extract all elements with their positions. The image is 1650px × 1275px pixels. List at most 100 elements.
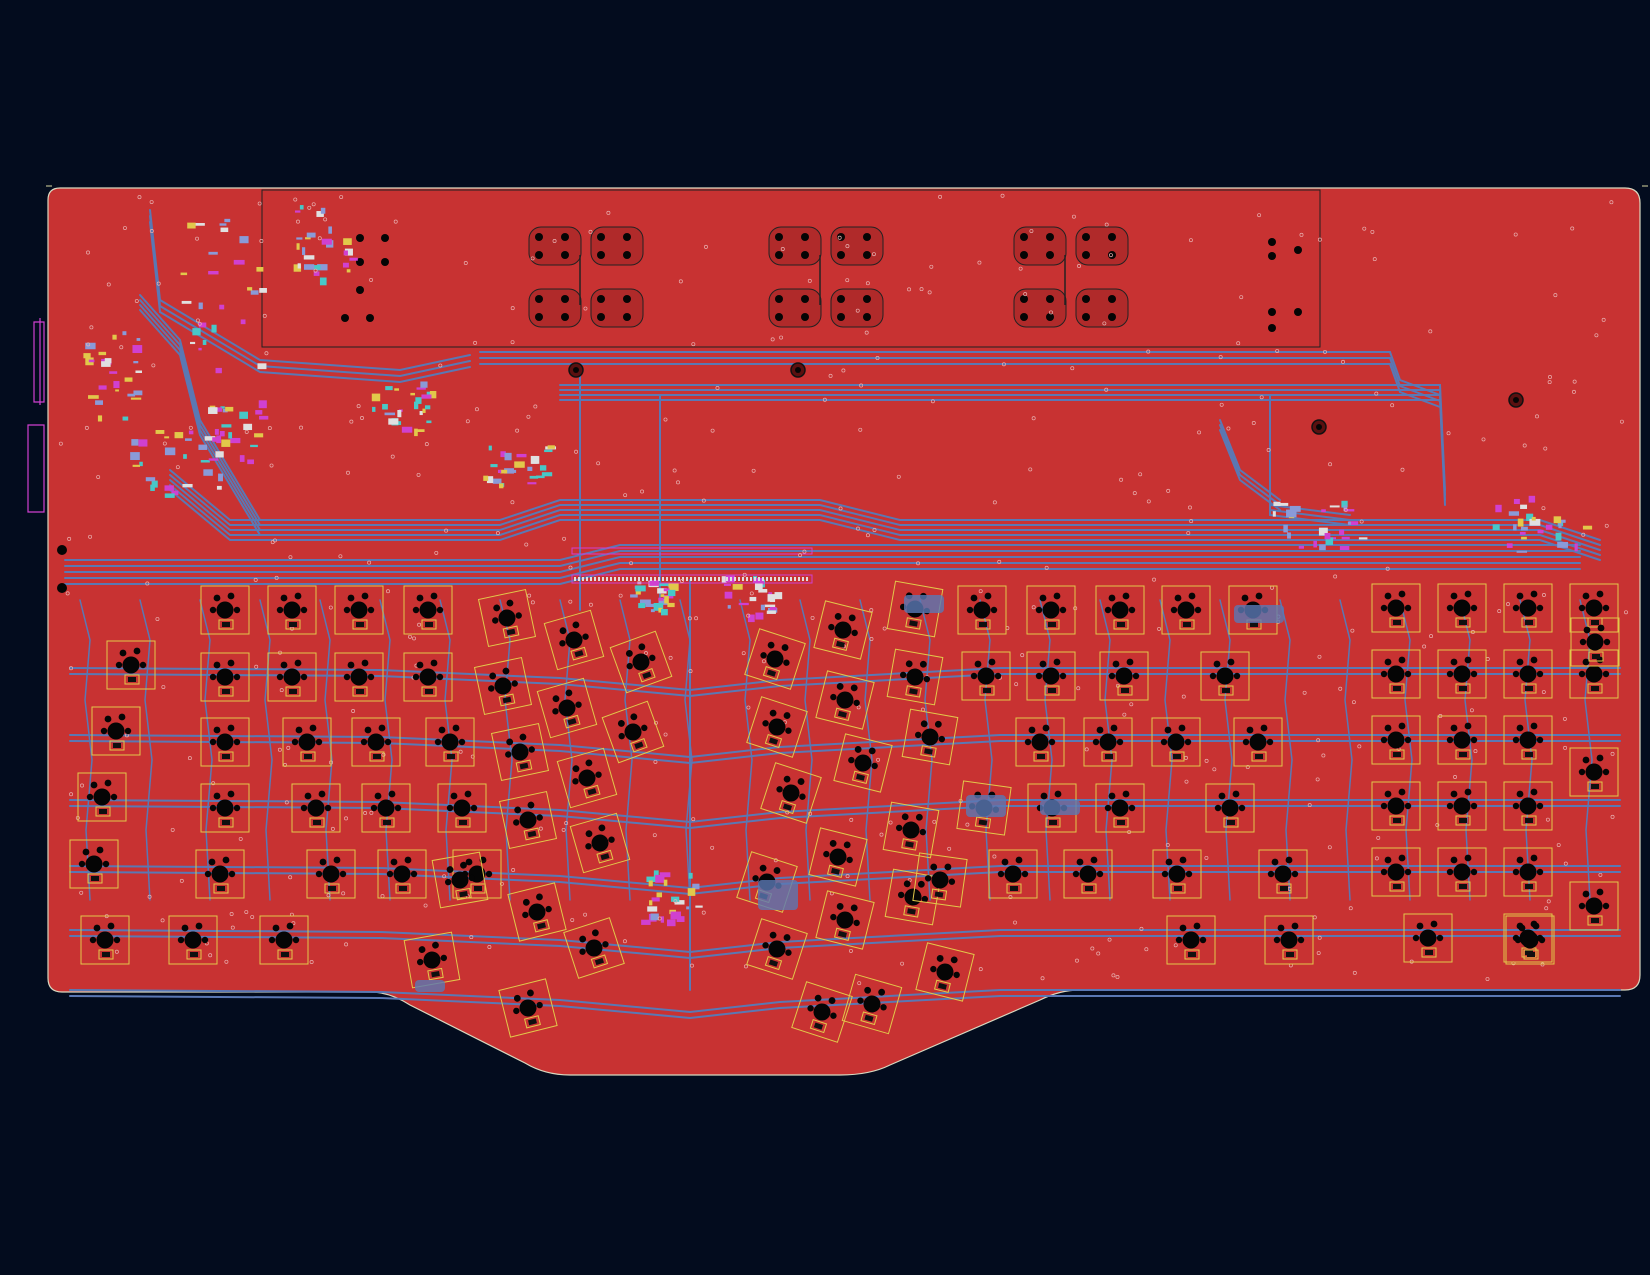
via — [515, 428, 520, 433]
drill-hole — [775, 233, 783, 241]
mx-switch-footprint — [69, 839, 119, 889]
switch-pin — [836, 903, 844, 910]
switch-pin — [1398, 854, 1406, 862]
via — [69, 792, 74, 797]
via — [879, 832, 884, 837]
pad-outline — [1075, 288, 1129, 328]
via — [1000, 193, 1005, 198]
smd-pad — [660, 594, 665, 597]
switch-outline — [744, 628, 806, 690]
switch-peg — [752, 875, 759, 882]
led-footprint — [1389, 617, 1405, 628]
led-pad — [217, 886, 225, 891]
via — [1189, 519, 1194, 524]
switch-peg — [1512, 604, 1520, 612]
smd-pad — [486, 476, 494, 484]
mcu-footprint — [293, 205, 358, 286]
led-footprint — [1588, 651, 1604, 662]
smd-pad — [88, 395, 99, 399]
switch-center-hole — [367, 733, 385, 751]
mcu-footprint — [1272, 500, 1368, 551]
smd-pad — [516, 453, 527, 458]
via — [1545, 817, 1550, 822]
switch-pin — [848, 614, 856, 622]
mx-switch-footprint — [1083, 717, 1133, 767]
led-pad — [1183, 622, 1191, 627]
smd-pad — [778, 577, 780, 581]
smd-pad — [1517, 518, 1524, 527]
via — [224, 959, 229, 964]
via — [900, 961, 905, 966]
smd-pad — [239, 455, 245, 462]
via — [195, 318, 200, 323]
switch-pin — [1398, 722, 1406, 730]
switch-outline — [915, 942, 975, 1002]
led-pad — [1250, 622, 1258, 627]
smd-pad — [606, 577, 608, 581]
switch-pin — [93, 924, 101, 932]
switch-outline — [543, 609, 605, 671]
switch-peg — [100, 727, 108, 735]
led-pad — [1049, 820, 1057, 825]
drill-hole — [1046, 251, 1054, 259]
drill-hole — [561, 233, 569, 241]
switch-peg — [536, 1001, 543, 1009]
led-footprint — [833, 927, 851, 941]
drill-hole — [863, 295, 871, 303]
smd-pad — [706, 577, 708, 581]
switch-peg — [110, 793, 118, 801]
via — [1350, 628, 1355, 633]
via — [583, 306, 588, 311]
via — [997, 559, 1002, 564]
pcb-board[interactable] — [27, 185, 1648, 1076]
led-pad — [474, 886, 482, 891]
switch-peg — [522, 911, 529, 919]
mx-switch-footprint — [1264, 915, 1314, 965]
smd-pad — [668, 583, 679, 592]
via — [469, 935, 474, 940]
switch-peg — [966, 606, 974, 614]
switch-peg — [1059, 606, 1067, 614]
switch-center-hole — [1453, 863, 1471, 881]
via — [1547, 380, 1552, 385]
switch-pin — [617, 720, 625, 727]
switch-pin — [347, 594, 355, 602]
via — [1018, 266, 1023, 271]
smd-pad — [670, 911, 681, 920]
switch-center-hole — [1453, 731, 1471, 749]
switch-pin — [506, 738, 514, 746]
switch-pin — [416, 661, 424, 669]
switch-peg — [853, 919, 860, 927]
switch-peg — [209, 606, 217, 614]
smd-pad — [509, 469, 517, 473]
drill-hole — [1108, 313, 1116, 321]
smd-pad — [397, 421, 402, 425]
via — [274, 575, 279, 580]
led-pad — [1525, 752, 1533, 757]
switch-pin — [854, 746, 862, 753]
smd-pad — [388, 418, 399, 425]
via — [1317, 935, 1322, 940]
switch-peg — [649, 654, 656, 662]
via — [1315, 777, 1320, 782]
switch-peg — [1470, 802, 1478, 810]
switch-pin — [930, 863, 938, 871]
drill-hole — [1082, 313, 1090, 321]
switch-outline — [1403, 913, 1453, 963]
switch-outline — [1161, 585, 1211, 635]
smd-pad — [723, 583, 731, 586]
drill-hole — [1268, 252, 1276, 260]
smd-pad — [130, 452, 140, 461]
switch-outline — [1264, 915, 1314, 965]
switch-pin — [1516, 856, 1524, 864]
led-pad — [937, 982, 947, 990]
smd-pad — [138, 439, 148, 447]
switch-pin — [1165, 858, 1173, 866]
led-footprint — [1521, 815, 1537, 826]
switch-pin — [901, 813, 909, 821]
pad-outline — [1013, 226, 1067, 266]
switch-peg — [608, 836, 615, 843]
smd-pad — [1341, 536, 1350, 540]
switch-peg — [1209, 672, 1217, 680]
